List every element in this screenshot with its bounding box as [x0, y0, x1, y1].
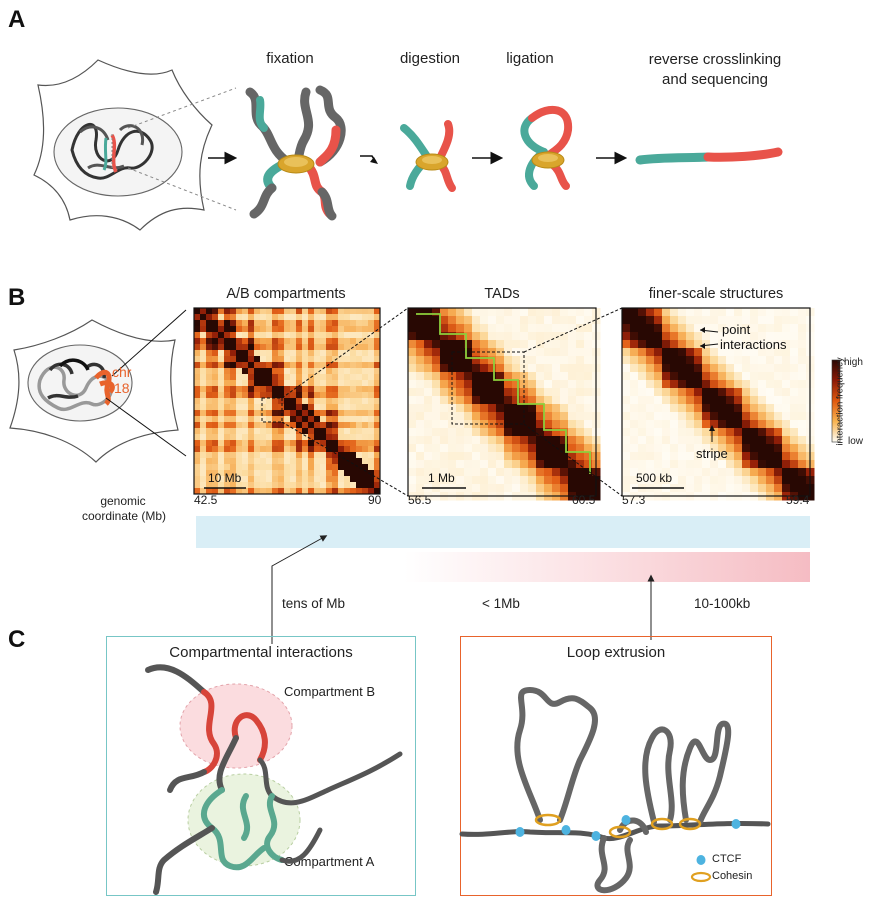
compartment-box: [106, 636, 416, 896]
step-final: reverse crosslinking and sequencing: [620, 50, 810, 90]
zoom-box-1: [261, 397, 283, 423]
point-label-line1: point: [722, 322, 751, 337]
tad-outline: [416, 313, 591, 474]
step-ligation: ligation: [506, 50, 554, 67]
cell-chromosome-illustration: [9, 309, 187, 463]
tick-end-3: 59.4: [786, 493, 810, 507]
tick-end-1: 90: [368, 493, 382, 507]
process-illustrations: [208, 85, 783, 221]
loop-extrusion-box-title: Loop extrusion: [566, 644, 666, 661]
chromosome-label-line1: chr: [112, 364, 132, 380]
ligation-illustration: [520, 105, 573, 190]
heatmap-frame-1: [193, 307, 381, 495]
compartment-a-label: Compartment A: [284, 854, 375, 869]
cell-illustration: [33, 59, 237, 231]
genomic-axis-label-line1: genomic: [100, 494, 146, 508]
step-final-line1: reverse crosslinking: [648, 51, 782, 68]
panel-letter-a: A: [8, 6, 26, 33]
step-fixation: fixation: [266, 50, 314, 67]
zoom-box-2: [451, 351, 525, 425]
zoom-line-2a: [523, 307, 623, 353]
map-title-tads: TADs: [484, 286, 520, 302]
range-label-sub: < 1Mb: [482, 596, 520, 611]
chromosome-label: chr 18: [112, 364, 131, 396]
heatmaps: [193, 307, 841, 501]
range-arrows: [271, 535, 655, 644]
loop-extrusion-box: [460, 636, 772, 896]
digestion-illustration: [400, 120, 456, 192]
zoom-line-1a: [281, 307, 409, 399]
scale-bar-label-1: 10 Mb: [208, 471, 242, 485]
tick-start-2: 56.5: [408, 493, 432, 507]
tick-end-2: 60.5: [572, 493, 596, 507]
point-interactions-label: point interactions: [720, 322, 786, 352]
point-arrow-2-head: [700, 343, 705, 349]
colorbar-high: high: [844, 357, 863, 368]
tick-start-3: 57.3: [622, 493, 646, 507]
compartment-b-label: Compartment B: [284, 684, 376, 699]
range-label-fine: 10-100kb: [694, 596, 751, 611]
range-label-tens: tens of Mb: [282, 596, 346, 611]
zoom-line-2b: [523, 423, 623, 497]
point-label-line2: interactions: [720, 337, 787, 352]
map-title-compartments: A/B compartments: [226, 286, 346, 302]
panel-letter-c: C: [8, 626, 26, 653]
fixation-illustration: [245, 85, 346, 221]
step-final-line2: and sequencing: [662, 71, 768, 88]
heatmap-cells-1: [194, 308, 381, 495]
chromosome-label-line2: 18: [113, 380, 130, 396]
step-digestion: digestion: [399, 50, 461, 67]
range-band-blue: [196, 516, 810, 548]
panel-letter-b: B: [8, 284, 26, 311]
compartment-box-title: Compartmental interactions: [169, 644, 353, 661]
heatmap-frame-2: [407, 307, 597, 497]
zoom-line-1b: [281, 421, 409, 497]
legend-cohesin-label: Cohesin: [712, 870, 753, 882]
range-band-pink: [404, 552, 810, 582]
map-title-fine: finer-scale structures: [648, 286, 784, 302]
heatmap-frame-3: [621, 307, 811, 497]
colorbar: [831, 359, 841, 443]
legend-cohesin-icon: [690, 871, 712, 883]
genomic-axis-label: genomic coordinate (Mb): [82, 494, 167, 524]
scale-bar-label-3: 500 kb: [636, 471, 673, 485]
sequencing-illustration: [635, 147, 783, 165]
arrow-2-head: [370, 157, 378, 164]
scale-bar-label-2: 1 Mb: [428, 471, 455, 485]
legend-ctcf-label: CTCF: [712, 853, 742, 865]
colorbar-low: low: [848, 436, 864, 447]
stripe-label: stripe: [696, 446, 728, 461]
point-arrow-1-head: [700, 327, 705, 333]
stripe-arrow-head: [709, 425, 715, 431]
legend-ctcf-icon: [696, 855, 706, 865]
genomic-axis-label-line2: coordinate (Mb): [82, 509, 167, 523]
tick-start-1: 42.5: [194, 493, 218, 507]
